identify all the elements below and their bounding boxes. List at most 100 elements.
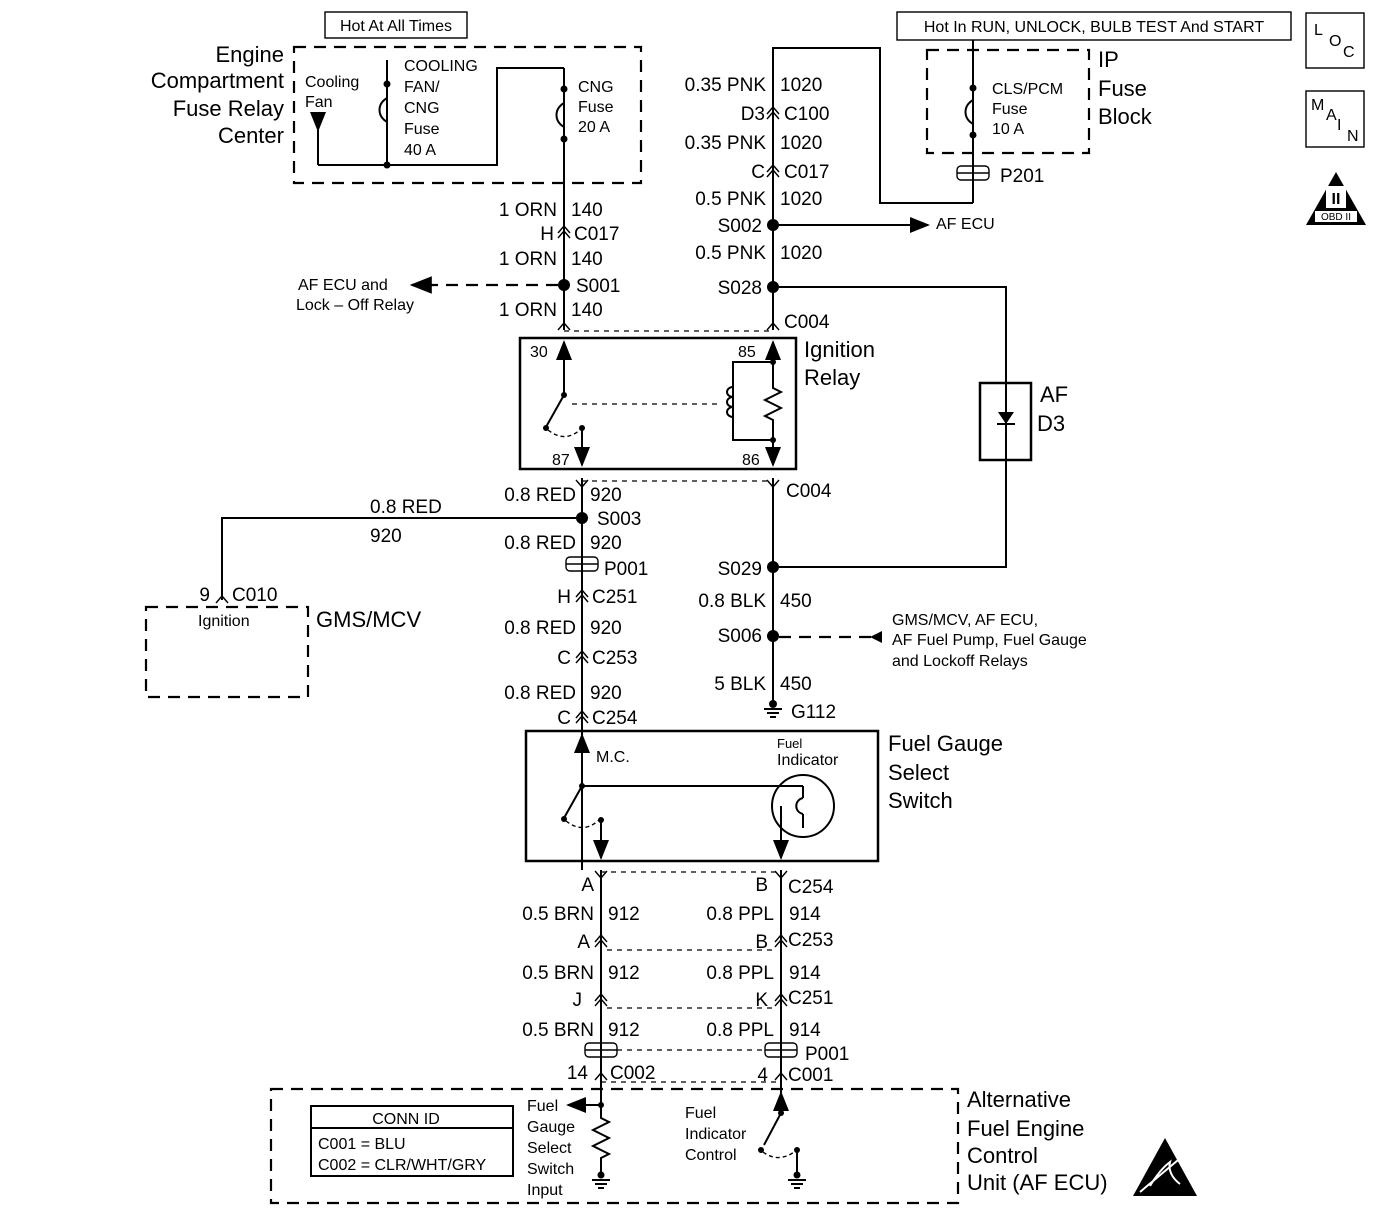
svg-text:85: 85 [738, 344, 756, 361]
svg-text:C254: C254 [592, 708, 638, 729]
svg-text:0.8 RED: 0.8 RED [504, 485, 576, 506]
svg-text:Select: Select [888, 760, 949, 785]
svg-text:1 ORN: 1 ORN [499, 300, 557, 321]
svg-text:K: K [755, 990, 768, 1011]
svg-text:920: 920 [590, 533, 622, 554]
svg-text:914: 914 [789, 1020, 821, 1041]
svg-text:0.8 RED: 0.8 RED [504, 683, 576, 704]
svg-text:O: O [1329, 33, 1341, 50]
svg-text:G112: G112 [791, 702, 836, 723]
svg-text:Relay: Relay [804, 365, 860, 390]
svg-text:Block: Block [1098, 104, 1153, 129]
svg-text:0.5 BRN: 0.5 BRN [522, 1020, 594, 1041]
svg-text:0.8 PPL: 0.8 PPL [706, 1020, 774, 1041]
svg-text:0.8 PPL: 0.8 PPL [706, 963, 774, 984]
svg-text:S002: S002 [718, 216, 762, 237]
svg-text:A: A [581, 875, 594, 896]
svg-text:Switch: Switch [888, 788, 953, 813]
svg-text:H: H [557, 587, 571, 608]
svg-text:I: I [1337, 117, 1341, 134]
svg-text:Fuse: Fuse [992, 101, 1028, 118]
svg-text:0.35 PNK: 0.35 PNK [685, 133, 767, 154]
svg-text:J: J [573, 990, 583, 1011]
svg-text:0.5 PNK: 0.5 PNK [695, 189, 766, 210]
svg-text:Indicator: Indicator [685, 1126, 747, 1143]
svg-text:912: 912 [608, 963, 640, 984]
svg-text:D3: D3 [1037, 411, 1065, 436]
svg-text:C: C [1343, 44, 1355, 61]
svg-text:Fuse: Fuse [404, 121, 440, 138]
svg-text:S003: S003 [597, 509, 641, 530]
loc-icon: L O C [1305, 12, 1365, 69]
svg-text:920: 920 [590, 683, 622, 704]
svg-text:Switch: Switch [527, 1161, 574, 1178]
svg-text:Input: Input [527, 1182, 563, 1199]
engine-fuse-relay-center: Engine Compartment Fuse Relay Center Coo… [151, 42, 643, 330]
ground-circuit: C004 S029 0.8 BLK 450 S006 GMS/MCV, AF E… [698, 478, 1087, 723]
svg-text:AF ECU and: AF ECU and [298, 277, 388, 294]
right-feed-circuit: 0.35 PNK 1020 D3 C100 0.35 PNK 1020 C C0… [564, 47, 1007, 383]
svg-text:0.5 BRN: 0.5 BRN [522, 963, 594, 984]
svg-text:0.5 PNK: 0.5 PNK [695, 243, 766, 264]
svg-text:P201: P201 [1000, 166, 1044, 187]
svg-text:FAN/: FAN/ [404, 79, 440, 96]
svg-text:Unit (AF ECU): Unit (AF ECU) [967, 1170, 1108, 1195]
svg-text:C004: C004 [786, 481, 832, 502]
main-icon: M A I N [1305, 90, 1365, 148]
svg-text:9: 9 [199, 585, 210, 606]
svg-text:Fuel: Fuel [527, 1098, 558, 1115]
svg-text:B: B [755, 932, 768, 953]
svg-text:914: 914 [789, 904, 821, 925]
svg-text:Cooling: Cooling [305, 74, 359, 91]
svg-text:Hot At All Times: Hot At All Times [340, 18, 452, 35]
svg-text:140: 140 [571, 300, 603, 321]
svg-text:C251: C251 [788, 988, 833, 1009]
svg-text:Compartment: Compartment [151, 68, 284, 93]
svg-text:GMS/MCV: GMS/MCV [316, 607, 421, 632]
svg-text:0.8 RED: 0.8 RED [370, 497, 442, 518]
svg-text:B: B [755, 875, 768, 896]
svg-text:AF Fuel Pump, Fuel Gauge: AF Fuel Pump, Fuel Gauge [892, 632, 1087, 649]
svg-text:Fuel Engine: Fuel Engine [967, 1116, 1084, 1141]
svg-text:Ignition: Ignition [198, 613, 250, 630]
svg-text:II: II [1332, 191, 1341, 208]
hot-at-all-times-badge: Hot At All Times [324, 11, 468, 39]
svg-text:1020: 1020 [780, 243, 822, 264]
svg-text:0.8 RED: 0.8 RED [504, 618, 576, 639]
svg-text:40 A: 40 A [404, 142, 436, 159]
svg-text:450: 450 [780, 674, 812, 695]
svg-text:M.C.: M.C. [596, 749, 630, 766]
svg-text:Fan: Fan [305, 94, 333, 111]
svg-text:450: 450 [780, 591, 812, 612]
svg-text:C002: C002 [610, 1063, 655, 1084]
svg-text:Gauge: Gauge [527, 1119, 575, 1136]
svg-text:1020: 1020 [780, 133, 822, 154]
svg-text:C: C [557, 648, 571, 669]
svg-text:CLS/PCM: CLS/PCM [992, 81, 1063, 98]
svg-text:C004: C004 [784, 312, 830, 333]
svg-text:C: C [557, 708, 571, 729]
svg-text:A: A [577, 932, 590, 953]
svg-text:Control: Control [967, 1143, 1038, 1168]
svg-text:S028: S028 [718, 278, 762, 299]
svg-text:L: L [1314, 22, 1323, 39]
svg-text:5 BLK: 5 BLK [714, 674, 766, 695]
svg-text:1 ORN: 1 ORN [499, 200, 557, 221]
svg-text:D3: D3 [741, 104, 765, 125]
ip-fuse-block: IP Fuse Block CLS/PCM Fuse 10 A P201 [925, 40, 1153, 203]
svg-text:C002 = CLR/WHT/GRY: C002 = CLR/WHT/GRY [318, 1157, 487, 1174]
svg-text:COOLING: COOLING [404, 58, 478, 75]
hot-in-run-badge: Hot In RUN, UNLOCK, BULB TEST And START [896, 11, 1292, 41]
svg-text:0.8 RED: 0.8 RED [504, 533, 576, 554]
svg-text:Fuse: Fuse [578, 99, 614, 116]
gms-mcv-module: 9 C010 Ignition GMS/MCV [144, 585, 421, 699]
svg-text:Hot In RUN, UNLOCK, BULB TEST: Hot In RUN, UNLOCK, BULB TEST And START [924, 19, 1264, 36]
svg-text:C001: C001 [788, 1065, 833, 1086]
svg-text:C254: C254 [788, 877, 834, 898]
svg-text:AF ECU: AF ECU [936, 216, 995, 233]
conn-id-table: CONN ID C001 = BLU C002 = CLR/WHT/GRY [310, 1105, 514, 1177]
svg-text:S029: S029 [718, 559, 762, 580]
svg-text:C017: C017 [574, 224, 619, 245]
svg-text:Indicator: Indicator [777, 752, 839, 769]
